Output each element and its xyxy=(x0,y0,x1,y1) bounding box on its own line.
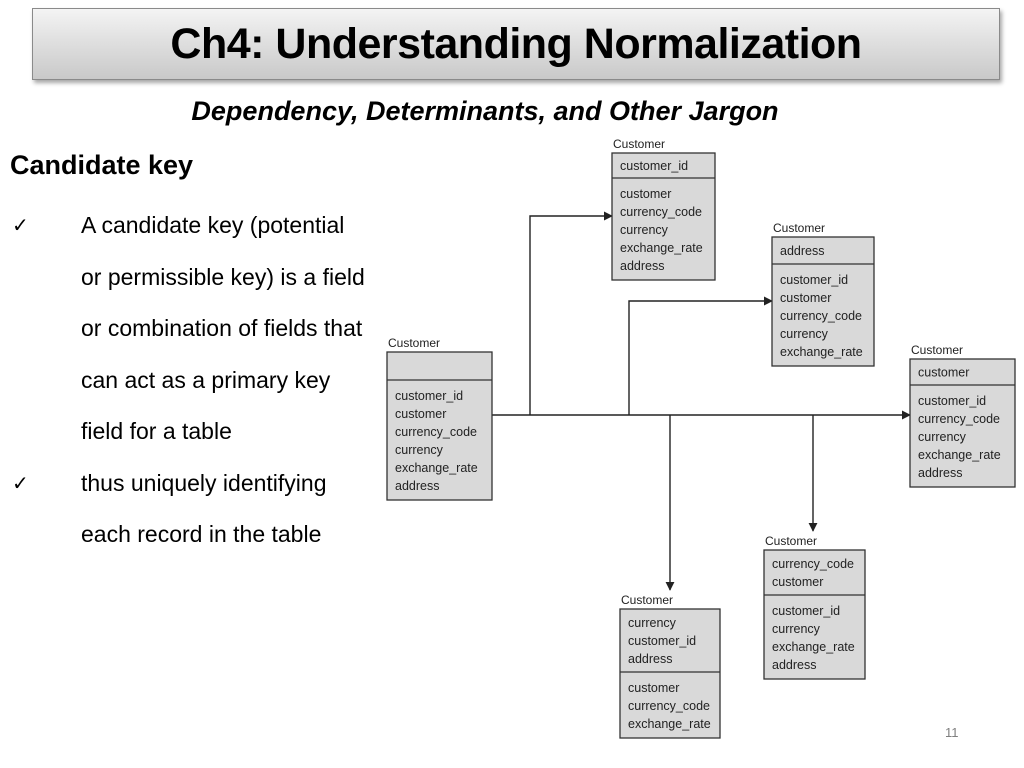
entity-field: currency_code xyxy=(918,412,1000,426)
entity-field: customer_id xyxy=(918,394,986,408)
entity-rect xyxy=(611,152,716,281)
entity-rect xyxy=(909,358,1016,488)
entity-field: customer_id xyxy=(772,604,840,618)
bullet-text: thus uniquely identifying each record in… xyxy=(81,469,327,548)
entity-rect xyxy=(771,236,875,367)
entity-field: currency xyxy=(772,622,821,636)
slide-title: Ch4: Understanding Normalization xyxy=(170,19,862,68)
key-field: customer_id xyxy=(628,634,696,648)
entity-field: currency xyxy=(395,443,444,457)
entity-field: exchange_rate xyxy=(620,241,703,255)
page-number: 11 xyxy=(945,725,959,740)
entity-rect xyxy=(386,351,493,501)
entity-label: Customer xyxy=(388,336,440,350)
entity-field: exchange_rate xyxy=(780,345,863,359)
entity-label: Customer xyxy=(765,534,817,548)
entity-box: Customer currency_code customer customer_id… xyxy=(763,534,866,680)
bullet-text: A candidate key (potential or permissibl… xyxy=(81,212,365,444)
key-field: customer xyxy=(918,366,969,380)
entity-field: customer xyxy=(780,291,831,305)
key-field: currency xyxy=(628,616,677,630)
entity-box: Customer customer_id customer currency_code… xyxy=(611,137,716,281)
entity-rect xyxy=(763,549,866,680)
entity-field: exchange_rate xyxy=(918,448,1001,462)
entity-field: address xyxy=(395,479,439,493)
key-field: currency_code xyxy=(772,557,854,571)
entity-field: currency_code xyxy=(780,309,862,323)
entity-field: currency xyxy=(780,327,829,341)
bullet-list: ✓ A candidate key (potential or permissi… xyxy=(10,200,371,561)
key-field: customer_id xyxy=(620,159,688,173)
connector-to-customer-id-key xyxy=(529,211,613,415)
slide-subtitle: Dependency, Determinants, and Other Jarg… xyxy=(191,96,779,126)
entity-field: exchange_rate xyxy=(628,717,711,731)
bullet-item: ✓ thus uniquely identifying each record … xyxy=(10,458,371,561)
entity-field: customer_id xyxy=(395,389,463,403)
entity-field: customer xyxy=(620,187,671,201)
entity-field: currency xyxy=(918,430,967,444)
entity-field: customer_id xyxy=(780,273,848,287)
entity-box: Customer address customer_id customer curren… xyxy=(771,221,875,367)
key-field: address xyxy=(780,244,824,258)
entity-label: Customer xyxy=(911,343,963,357)
entities: Customer customer_id customer currency_code… xyxy=(386,137,1016,739)
entity-label: Customer xyxy=(613,137,665,151)
title-bar: Ch4: Understanding Normalization xyxy=(32,8,1000,80)
entity-field: currency_code xyxy=(395,425,477,439)
entity-field: exchange_rate xyxy=(395,461,478,475)
bullet-item: ✓ A candidate key (potential or permissi… xyxy=(10,200,371,458)
entity-label: Customer xyxy=(773,221,825,235)
entity-box: Customer customer customer_id currency_code… xyxy=(909,343,1016,488)
entity-field: address xyxy=(620,259,664,273)
checkmark-icon: ✓ xyxy=(12,470,29,495)
entity-label: Customer xyxy=(621,593,673,607)
entity-field: address xyxy=(918,466,962,480)
checkmark-icon: ✓ xyxy=(12,213,29,237)
connector-lines xyxy=(492,211,911,591)
entity-field: currency_code xyxy=(620,205,702,219)
key-field: customer xyxy=(772,575,823,589)
entity-field: customer xyxy=(628,681,679,695)
connector-to-address-key xyxy=(628,296,773,415)
entity-box: Customer customer_id customer currency_code… xyxy=(386,336,493,501)
entity-field: customer xyxy=(395,407,446,421)
key-field: address xyxy=(628,652,672,666)
section-heading: Candidate key xyxy=(10,150,194,180)
entity-field: exchange_rate xyxy=(772,640,855,654)
entity-field: currency_code xyxy=(628,699,710,713)
entity-field: currency xyxy=(620,223,669,237)
entity-rect xyxy=(619,608,721,739)
entity-field: address xyxy=(772,658,816,672)
